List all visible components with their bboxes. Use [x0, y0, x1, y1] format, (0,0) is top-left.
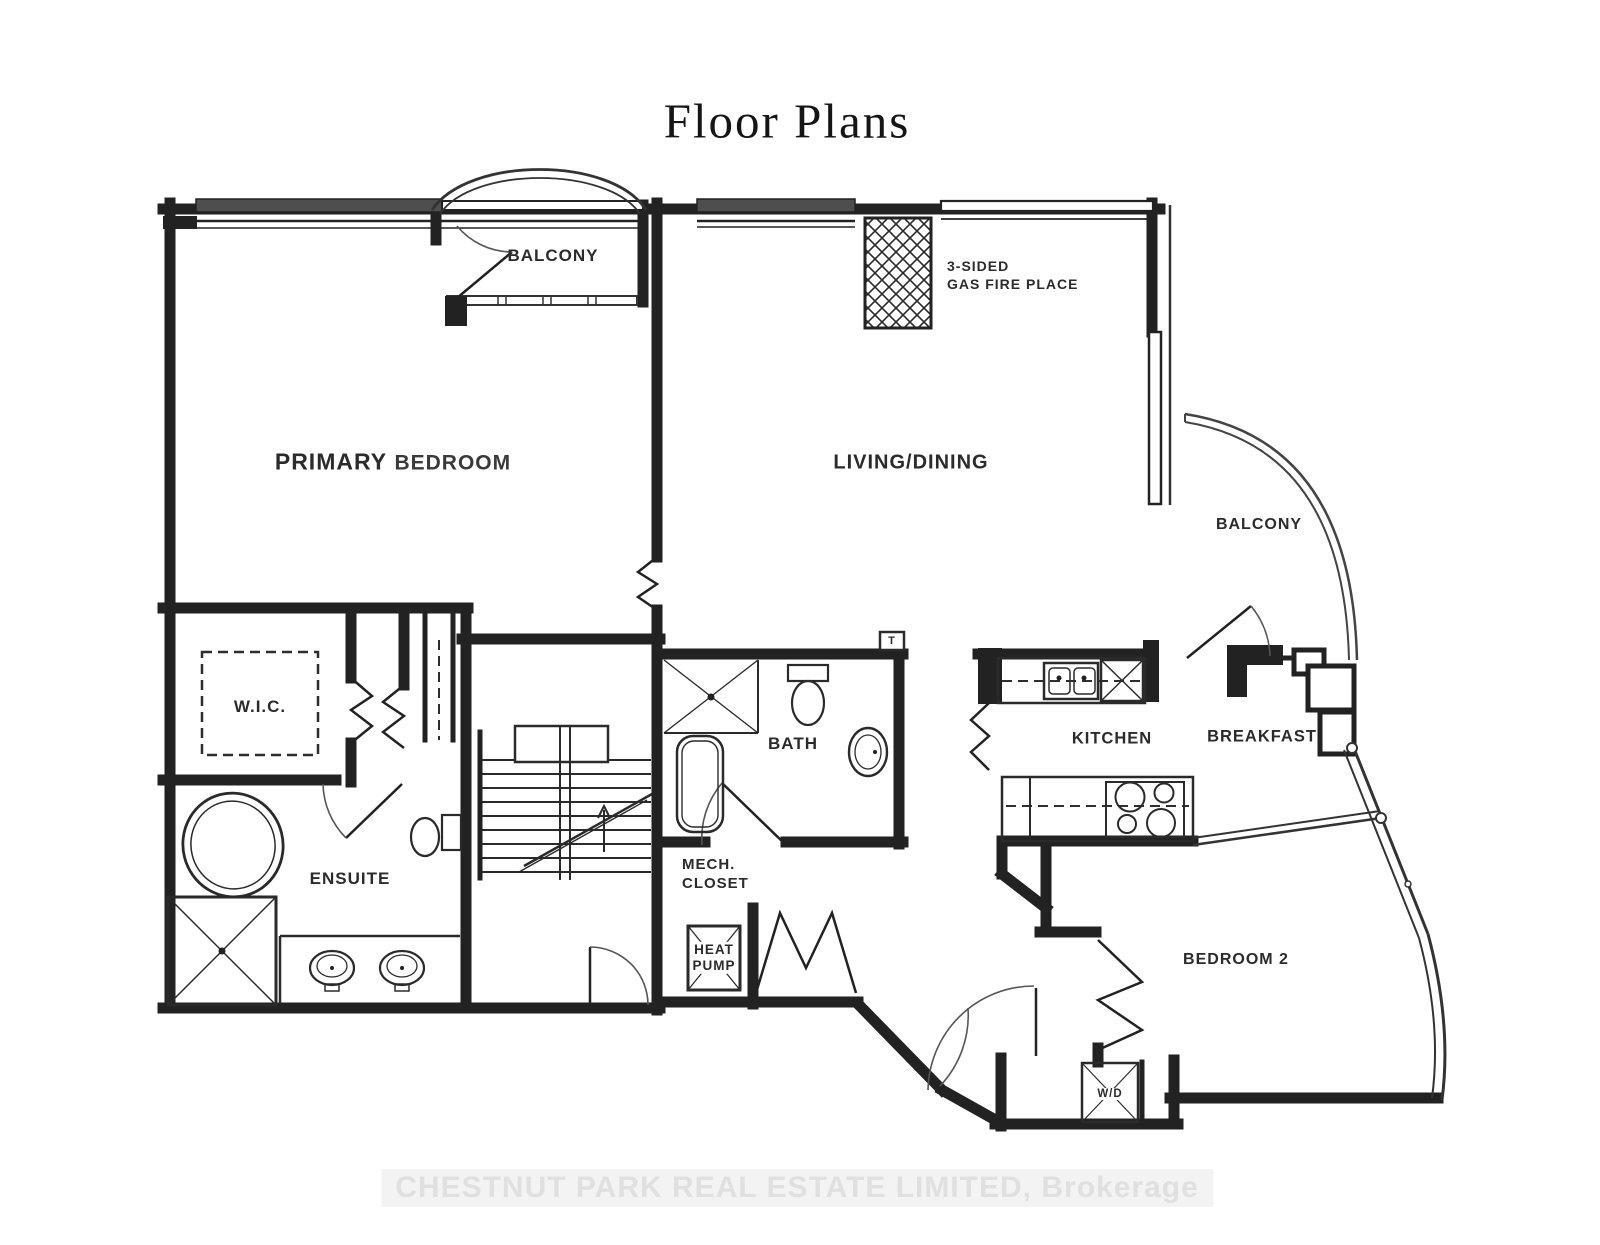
- brokerage-watermark: CHESTNUT PARK REAL ESTATE LIMITED, Broke…: [381, 1169, 1213, 1207]
- heat-pump-label: HEAT PUMP: [690, 941, 738, 975]
- room-label-bath: BATH: [768, 734, 818, 753]
- room-label-kitchen: KITCHEN: [1071, 729, 1153, 748]
- glazing-curved-wall: [1192, 742, 1447, 1101]
- walls-medium: [422, 611, 1301, 1125]
- walls-heavy: [157, 197, 1444, 1132]
- room-label-mech-closet: MECH. CLOSET: [682, 856, 749, 894]
- zigzag-doors-group: [348, 556, 1145, 1052]
- room-label-primary-bedroom: PRIMARY BEDROOM: [275, 449, 511, 476]
- mech-label-line1: MECH.: [682, 856, 736, 873]
- fireplace-label-line2: GAS FIRE PLACE: [947, 275, 1079, 292]
- primary-word: PRIMARY: [274, 448, 388, 475]
- room-label-bedroom2: BEDROOM 2: [1183, 951, 1289, 968]
- mech-label-line2: CLOSET: [682, 874, 749, 892]
- kitchen-fixtures: [996, 656, 1195, 843]
- room-label-living-dining: LIVING/DINING: [833, 451, 989, 474]
- breakfast-steps: [978, 640, 1357, 757]
- page-title: Floor Plans: [663, 93, 911, 149]
- dashed-lines-group: [200, 640, 1189, 807]
- balcony-top-structure: [430, 168, 648, 326]
- thermostat-label: T: [888, 635, 896, 647]
- room-label-balcony-top: BALCONY: [507, 246, 599, 265]
- ensuite-fixtures: [166, 791, 463, 1007]
- equipment-fixtures: [686, 924, 1140, 1124]
- doors-group: [322, 225, 1271, 1091]
- room-label-breakfast: BREAKFAST: [1207, 727, 1317, 746]
- stairs-group: [482, 724, 653, 880]
- fireplace-label: 3-SIDED GAS FIRE PLACE: [947, 258, 1078, 293]
- bedroom-word: BEDROOM: [394, 451, 512, 475]
- heat-pump-line2: PUMP: [692, 958, 736, 973]
- bath-fixtures: [663, 630, 906, 834]
- room-label-wic: W.I.C.: [233, 697, 287, 716]
- balcony-right-structure: [1184, 412, 1359, 661]
- heat-pump-line1: HEAT: [694, 941, 734, 957]
- windows-group: [163, 198, 1172, 506]
- fireplace-label-line1: 3-SIDED: [947, 258, 1010, 274]
- room-label-ensuite: ENSUITE: [309, 869, 391, 888]
- fireplace: [863, 216, 933, 330]
- room-label-balcony-right: BALCONY: [1215, 516, 1303, 533]
- washer-dryer-label: W/D: [1095, 1088, 1125, 1100]
